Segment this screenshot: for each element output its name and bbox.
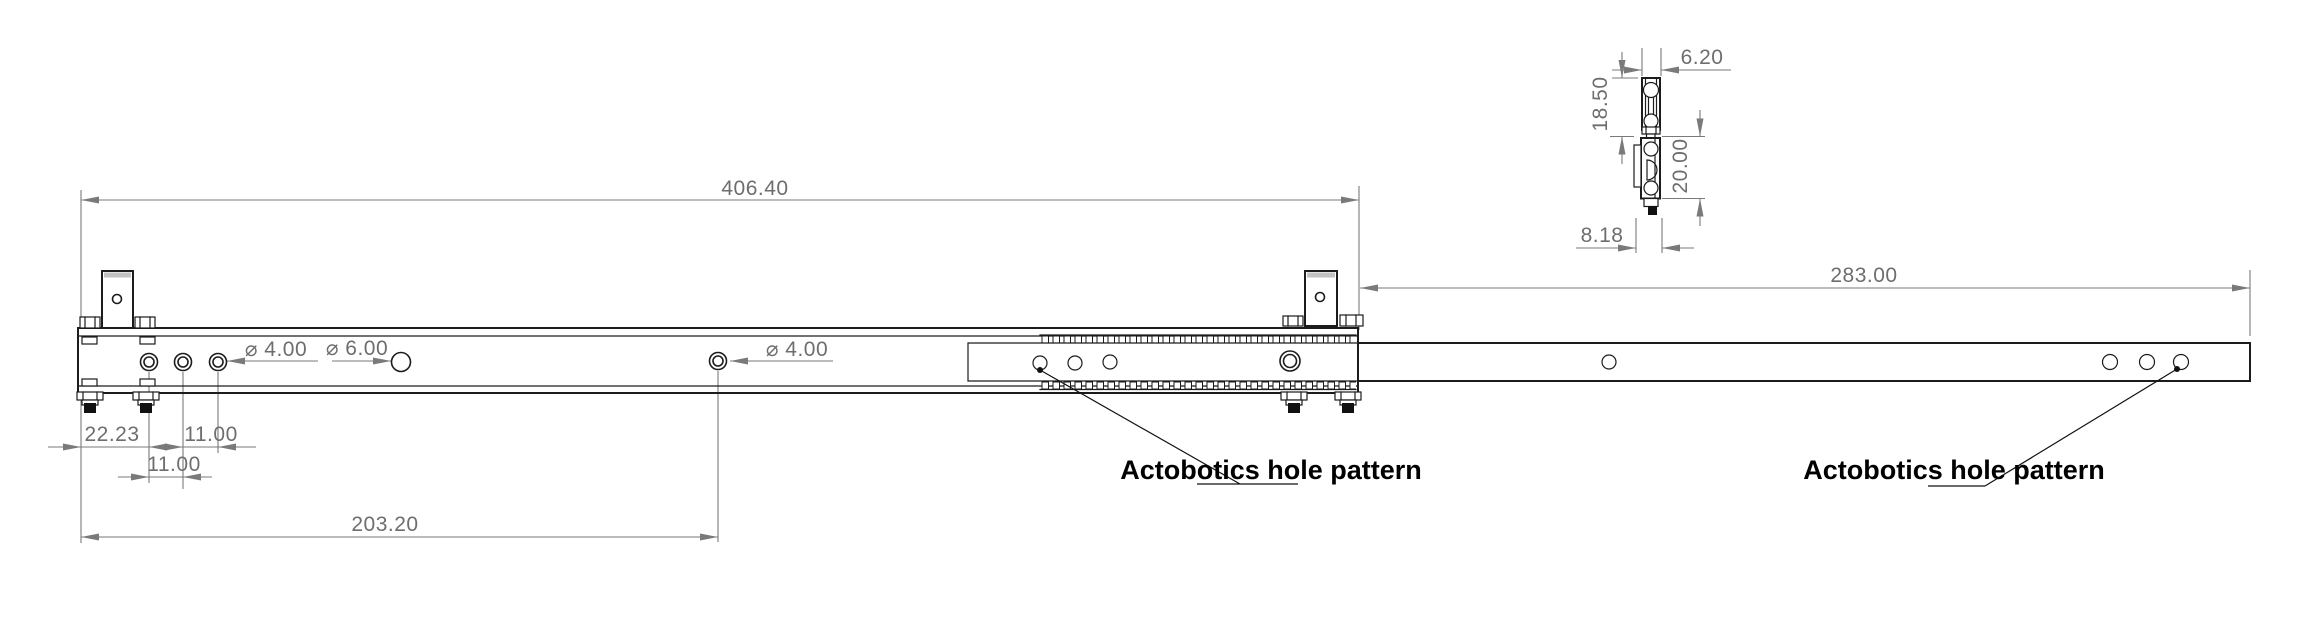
bolt [1280, 391, 1308, 413]
retainer-tab [81, 336, 98, 345]
ball-cage-bottom [1040, 381, 1356, 389]
retainer-tab [139, 378, 156, 387]
main-view-outer-rail [77, 327, 1359, 394]
note-leaders [1037, 366, 2180, 487]
right-hole-pattern-note: Actobotics hole pattern [1803, 455, 2105, 485]
left-hole-pattern-note: Actobotics hole pattern [1120, 455, 1422, 485]
dim-extension-length: 283.00 [1830, 264, 1897, 287]
ball-cage-top [1040, 335, 1356, 343]
rail-holes [139, 350, 2190, 373]
dim-profile-upper-height: 18.50 [1589, 76, 1612, 131]
bolt [76, 391, 104, 413]
dim-hole-pitch-upper: 11.00 [184, 423, 238, 446]
ball-bearing [1642, 81, 1660, 99]
hex-nut [1339, 314, 1364, 327]
actobotics-hole [2101, 353, 2119, 371]
dim-hole-pitch-lower: 11.00 [147, 453, 201, 476]
dim-hole-dia-center: ⌀ 6.00 [326, 337, 388, 360]
ball-bearing [1643, 180, 1659, 196]
dimension-labels: 406.40 283.00 22.23 11.00 11.00 203.20 ⌀… [84, 46, 1897, 536]
hex-nut [1282, 315, 1304, 327]
hex-nut [79, 316, 101, 329]
actobotics-hole [1102, 354, 1118, 370]
actobotics-hole [2172, 353, 2190, 371]
actobotics-hole [1067, 355, 1083, 371]
mounting-brackets [79, 270, 1364, 329]
left-bracket-hole [111, 293, 123, 305]
bottom-bolts [76, 391, 1362, 413]
dim-overall-length: 406.40 [721, 177, 788, 200]
dim-profile-lower-width: 8.18 [1581, 224, 1624, 247]
main-view-inner-rail [967, 342, 2251, 382]
dim-half-length: 203.20 [351, 513, 418, 536]
center-hole [390, 351, 412, 373]
retainer-tab [139, 336, 156, 345]
ball-bearing [1643, 113, 1659, 129]
right-bracket-hole [1314, 291, 1326, 303]
retainer-tab [81, 378, 98, 387]
dim-profile-width: 6.20 [1681, 46, 1724, 69]
bolt [132, 391, 160, 413]
bolt [1334, 391, 1362, 413]
dim-hole-dia-small-mid: ⌀ 4.00 [766, 338, 828, 361]
dim-end-offset: 22.23 [84, 423, 139, 446]
ball-bearing [1643, 141, 1659, 157]
dim-profile-lower-height: 20.00 [1669, 138, 1692, 193]
dim-hole-dia-small-left: ⌀ 4.00 [245, 338, 307, 361]
end-profile-view [1633, 77, 1661, 215]
dimension-graphics [48, 48, 2251, 543]
actobotics-hole [2138, 353, 2156, 371]
hex-nut [134, 316, 156, 329]
